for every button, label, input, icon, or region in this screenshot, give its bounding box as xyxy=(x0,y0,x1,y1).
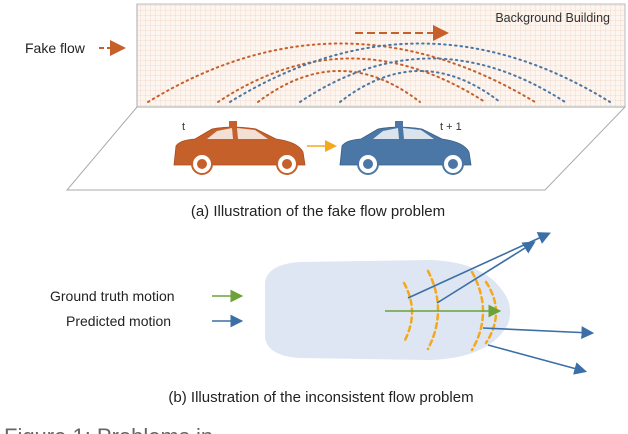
flow-arc-blue xyxy=(299,57,566,103)
fake-flow-arc xyxy=(257,70,421,103)
car-t1 xyxy=(339,121,472,175)
predicted-arrow xyxy=(482,326,595,339)
car-t xyxy=(173,121,306,175)
car-t-label: t xyxy=(182,121,185,133)
flow-arcs-blue xyxy=(229,42,611,103)
caption-b: (b) Illustration of the inconsistent flo… xyxy=(168,389,473,406)
yellow-dash-arc xyxy=(402,281,414,344)
predicted-arrow xyxy=(487,344,588,375)
fake-flow-arcs xyxy=(147,42,536,103)
predicted-arrow xyxy=(436,241,536,304)
predicted-arrows xyxy=(407,232,595,375)
car-t1-label: t + 1 xyxy=(440,121,462,133)
building-label: Background Building xyxy=(495,11,610,25)
yellow-dash-arc xyxy=(426,269,440,351)
legend-predicted-label: Predicted motion xyxy=(66,313,171,329)
footer-partial: Figure 1: Problems in ... xyxy=(4,424,238,434)
fake-flow-arc xyxy=(147,42,536,103)
fake-flow-label: Fake flow xyxy=(25,40,86,56)
car-top-view xyxy=(265,260,510,360)
flow-arc-blue xyxy=(339,70,501,103)
legend-ground-truth-label: Ground truth motion xyxy=(50,288,175,304)
caption-a: (a) Illustration of the fake flow proble… xyxy=(191,203,445,220)
fake-flow-arc xyxy=(217,57,486,103)
